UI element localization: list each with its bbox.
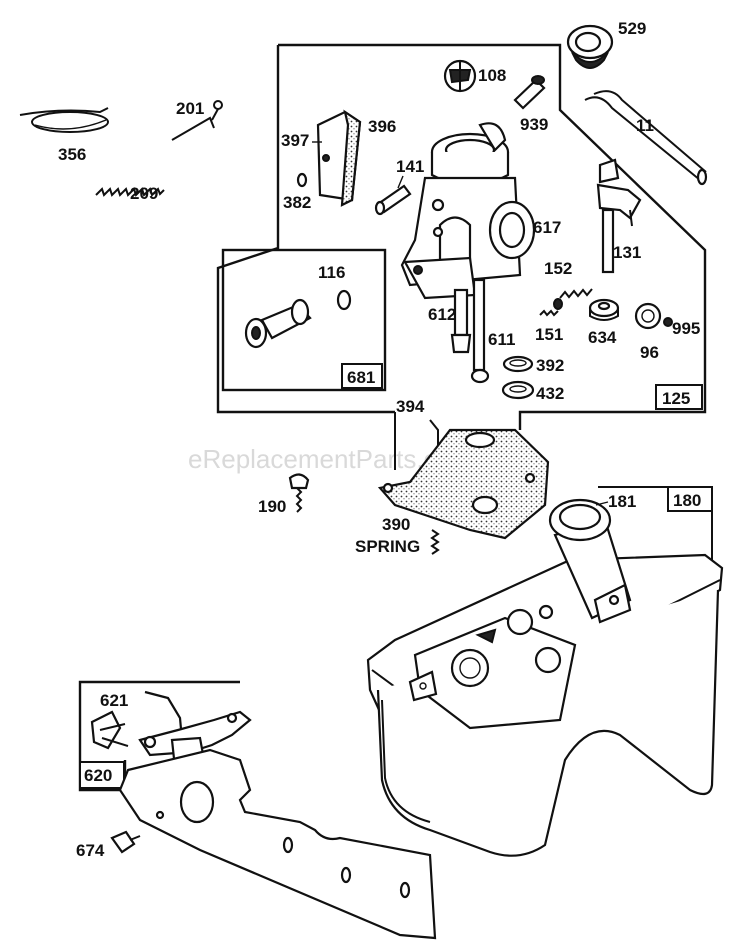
part-674-bolt: [110, 830, 141, 854]
part-356-label: 356: [58, 145, 86, 164]
part-621-spring-clip: [90, 710, 129, 750]
part-396-choke-plate: [316, 109, 362, 207]
part-180-label: 180: [673, 491, 701, 510]
part-939-label: 939: [520, 115, 548, 134]
part-620-label: 620: [84, 766, 112, 785]
part-141-pin: [374, 184, 412, 216]
part-392-ring: [502, 355, 534, 373]
part-392-label: 392: [536, 356, 564, 375]
part-190-screw: [288, 473, 310, 513]
part-181-label: 181: [608, 492, 636, 511]
part-382-label: 382: [283, 193, 311, 212]
part-190-label: 190: [258, 497, 286, 516]
base-plate: [118, 748, 437, 940]
part-209-spring: [95, 187, 165, 197]
part-617-label: 617: [533, 218, 561, 237]
part-995-clip: [663, 317, 673, 327]
part-390-gasket: [377, 428, 550, 540]
part-116-oring: [336, 289, 352, 311]
part-612-bolt: [450, 288, 472, 354]
part-432-ring: [501, 380, 535, 400]
part-125-label: 125: [662, 389, 690, 408]
tag-box-681: [341, 363, 383, 389]
part-394-label: 394: [396, 397, 425, 416]
part-611-label: 611: [488, 330, 515, 349]
part-209-label: 209: [130, 184, 158, 203]
part-390-label: 390: [382, 515, 410, 534]
part-131-choke-lever: [596, 158, 642, 274]
part-108-disc: [443, 59, 477, 93]
leader-141: [397, 175, 404, 189]
part-11-fuel-pipe: [584, 90, 708, 186]
part-151-screw: [539, 298, 563, 317]
part-141-label: 141: [396, 157, 424, 176]
part-201-label: 201: [176, 99, 204, 118]
part-396-label: 396: [368, 117, 396, 136]
carburetor-assembly-outline: [216, 43, 707, 430]
tag-box-180: [667, 486, 713, 512]
part-939-needle: [513, 75, 546, 110]
part-397-label: 397: [281, 131, 309, 150]
part-201-link: [171, 100, 223, 141]
part-356-linkage: [19, 107, 109, 133]
part-131-label: 131: [613, 243, 641, 262]
tag-box-620: [79, 761, 125, 789]
part-382-screw: [296, 172, 308, 188]
part-674-label: 674: [76, 841, 105, 860]
part-152-label: 152: [544, 259, 572, 278]
spring-part: [430, 529, 440, 555]
part-612-label: 612: [428, 305, 456, 324]
part-96-label: 96: [640, 343, 659, 362]
part-116-label: 116: [318, 263, 345, 282]
sub-assembly-box-681: [221, 248, 387, 392]
part-681-label: 681: [347, 368, 375, 387]
tag-box-125: [655, 384, 703, 410]
carburetor-body: [400, 122, 536, 300]
part-529-grommet: [566, 24, 614, 69]
part-11-label: 11: [636, 116, 654, 135]
part-621-label: 621: [100, 691, 128, 710]
part-108-label: 108: [478, 66, 506, 85]
part-432-label: 432: [536, 384, 564, 403]
part-96-ring: [634, 302, 662, 330]
part-152-spring: [559, 288, 593, 299]
part-995-label: 995: [672, 319, 700, 338]
part-611-bolt: [470, 278, 490, 384]
spring-label: SPRING: [355, 537, 420, 556]
part-529-label: 529: [618, 19, 646, 38]
part-681-valve: [244, 298, 312, 349]
leader-181: [595, 501, 609, 506]
part-634-washer: [588, 298, 620, 321]
fuel-tank: [366, 498, 724, 857]
part-151-label: 151: [535, 325, 563, 344]
part-634-label: 634: [588, 328, 617, 347]
